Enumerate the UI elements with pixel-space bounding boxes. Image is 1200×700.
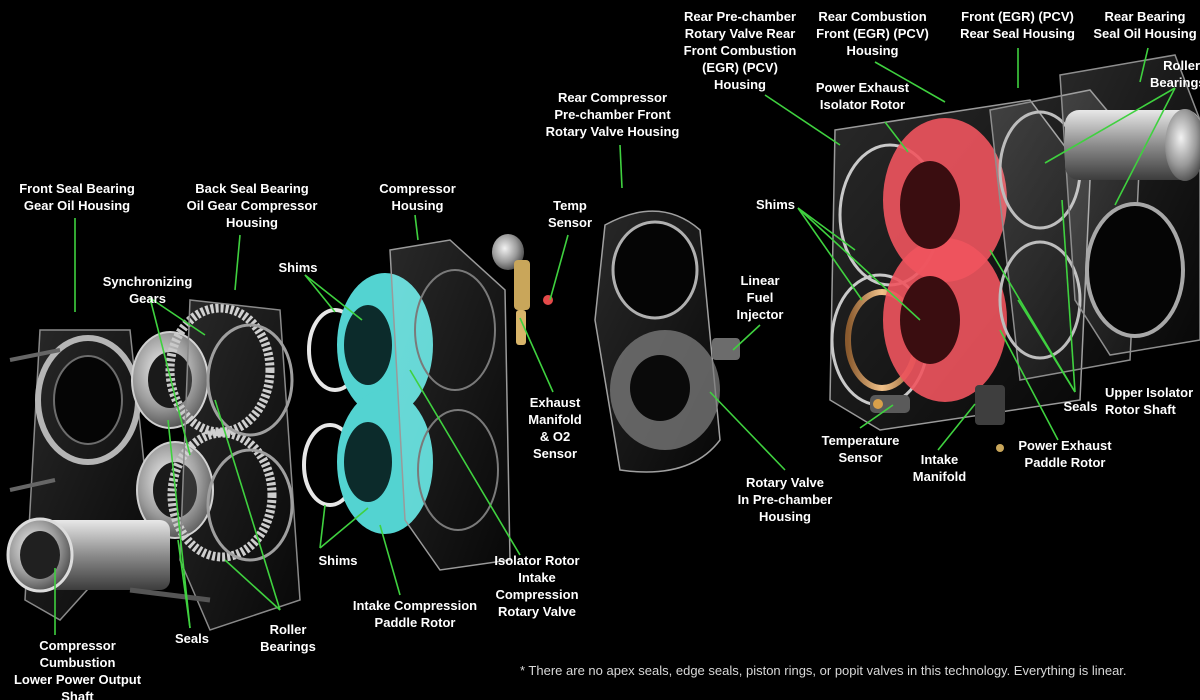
label-front-seal-bearing-gear-oil-housing: Front Seal Bearing Gear Oil Housing	[19, 181, 135, 213]
label-seals-left: Seals	[175, 631, 209, 646]
label-power-exhaust-isolator-rotor: Power Exhaust Isolator Rotor	[815, 80, 910, 112]
label-power-exhaust-paddle-rotor: Power Exhaust Paddle Rotor	[1018, 438, 1112, 470]
label-temp-sensor: Temp Sensor	[547, 198, 593, 230]
label-rear-combustion-front-housing: Rear Combustion Front (EGR) (PCV) Housin…	[816, 9, 929, 58]
label-intake-compression-paddle-rotor: Intake Compression Paddle Rotor	[352, 598, 478, 630]
back-seal-housing-part	[179, 299, 301, 631]
output-shaft-part	[6, 517, 211, 603]
label-rear-bearing-seal-oil-housing: Rear Bearing Seal Oil Housing	[1093, 9, 1197, 41]
leader-lines	[54, 47, 1176, 635]
label-front-egr-pcv-rear-seal-housing: Front (EGR) (PCV) Rear Seal Housing	[960, 9, 1075, 41]
intake-manifold-part	[870, 385, 1005, 452]
label-temperature-sensor: Temperature Sensor	[821, 433, 900, 465]
temp-sensor-part	[492, 234, 553, 345]
compressor-housing-part	[389, 239, 511, 571]
label-shims-right: Shims	[755, 197, 795, 212]
label-roller-bearings-left: Roller Bearings	[260, 622, 316, 654]
label-back-seal-bearing-housing: Back Seal Bearing Oil Gear Compressor Ho…	[186, 181, 318, 230]
label-linear-fuel-injector: Linear Fuel Injector	[736, 273, 784, 322]
label-rotary-valve-in-prechamber-housing: Rotary Valve In Pre-chamber Housing	[737, 475, 833, 524]
label-rear-compressor-prechamber-housing: Rear Compressor Pre-chamber Front Rotary…	[545, 90, 680, 139]
label-upper-isolator-rotor-shaft: Upper Isolator Rotor Shaft	[1105, 385, 1194, 417]
label-shims-bottom-left: Shims	[318, 553, 358, 568]
label-rear-prechamber-rotary-valve-housing: Rear Pre-chamber Rotary Valve Rear Front…	[683, 9, 797, 92]
rear-seal-housing-part	[989, 54, 1200, 381]
label-exhaust-manifold-o2-sensor: Exhaust Manifold & O2 Sensor	[528, 395, 582, 461]
label-roller-bearings-right: Roller Bearings	[1150, 58, 1200, 90]
label-shims-top-left: Shims	[278, 260, 318, 275]
power-exhaust-rotor-part	[883, 118, 1007, 402]
prechamber-housing-part	[594, 210, 740, 473]
label-intake-manifold: Intake Manifold	[912, 452, 967, 484]
label-compressor-housing: Compressor Housing	[379, 181, 456, 213]
label-synchronizing-gears: Synchronizing Gears	[102, 274, 193, 306]
label-lower-power-output-shaft: Compressor Cumbustion Lower Power Output…	[13, 638, 142, 700]
footnote: * There are no apex seals, edge seals, p…	[520, 663, 1127, 678]
label-isolator-rotor-intake-compression-rotary-valve: Isolator Rotor Intake Compression Rotary…	[494, 553, 580, 619]
label-seals-right: Seals	[1063, 399, 1098, 414]
upper-isolator-shaft-part	[1065, 109, 1200, 181]
